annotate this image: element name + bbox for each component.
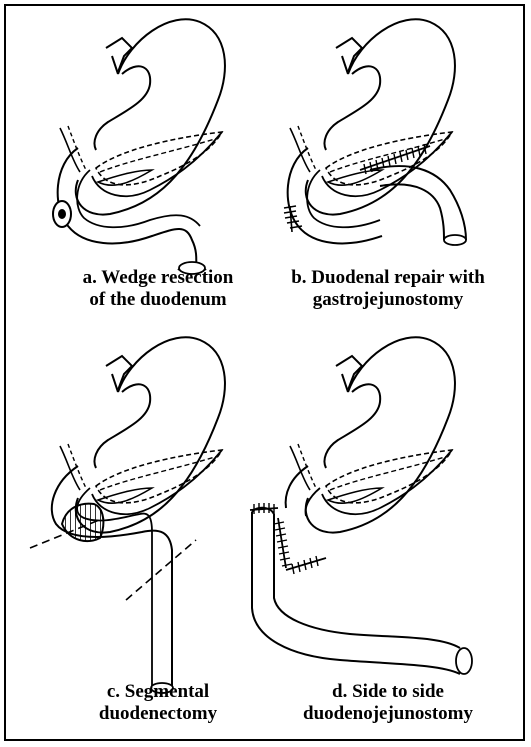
caption-c-line-1: c. Segmental xyxy=(38,681,278,703)
caption-c-line-2: duodenectomy xyxy=(38,703,278,725)
panel-a-illustration xyxy=(53,19,225,274)
caption-b-line-2: gastrojejunostomy xyxy=(268,289,508,311)
caption-d-line-1: d. Side to side xyxy=(268,681,508,703)
caption-panel-a: a. Wedge resection of the duodenum xyxy=(38,267,278,311)
caption-a-line-2: of the duodenum xyxy=(38,289,278,311)
caption-panel-d: d. Side to side duodenojejunostomy xyxy=(268,681,508,725)
caption-b-line-1: b. Duodenal repair with xyxy=(268,267,508,289)
panel-c-illustration xyxy=(30,337,225,693)
panel-d-illustration xyxy=(250,337,472,674)
caption-panel-b: b. Duodenal repair with gastrojejunostom… xyxy=(268,267,508,311)
caption-panel-c: c. Segmental duodenectomy xyxy=(38,681,278,725)
panel-b-illustration xyxy=(284,19,466,245)
caption-d-line-2: duodenojejunostomy xyxy=(268,703,508,725)
caption-a-line-1: a. Wedge resection xyxy=(38,267,278,289)
